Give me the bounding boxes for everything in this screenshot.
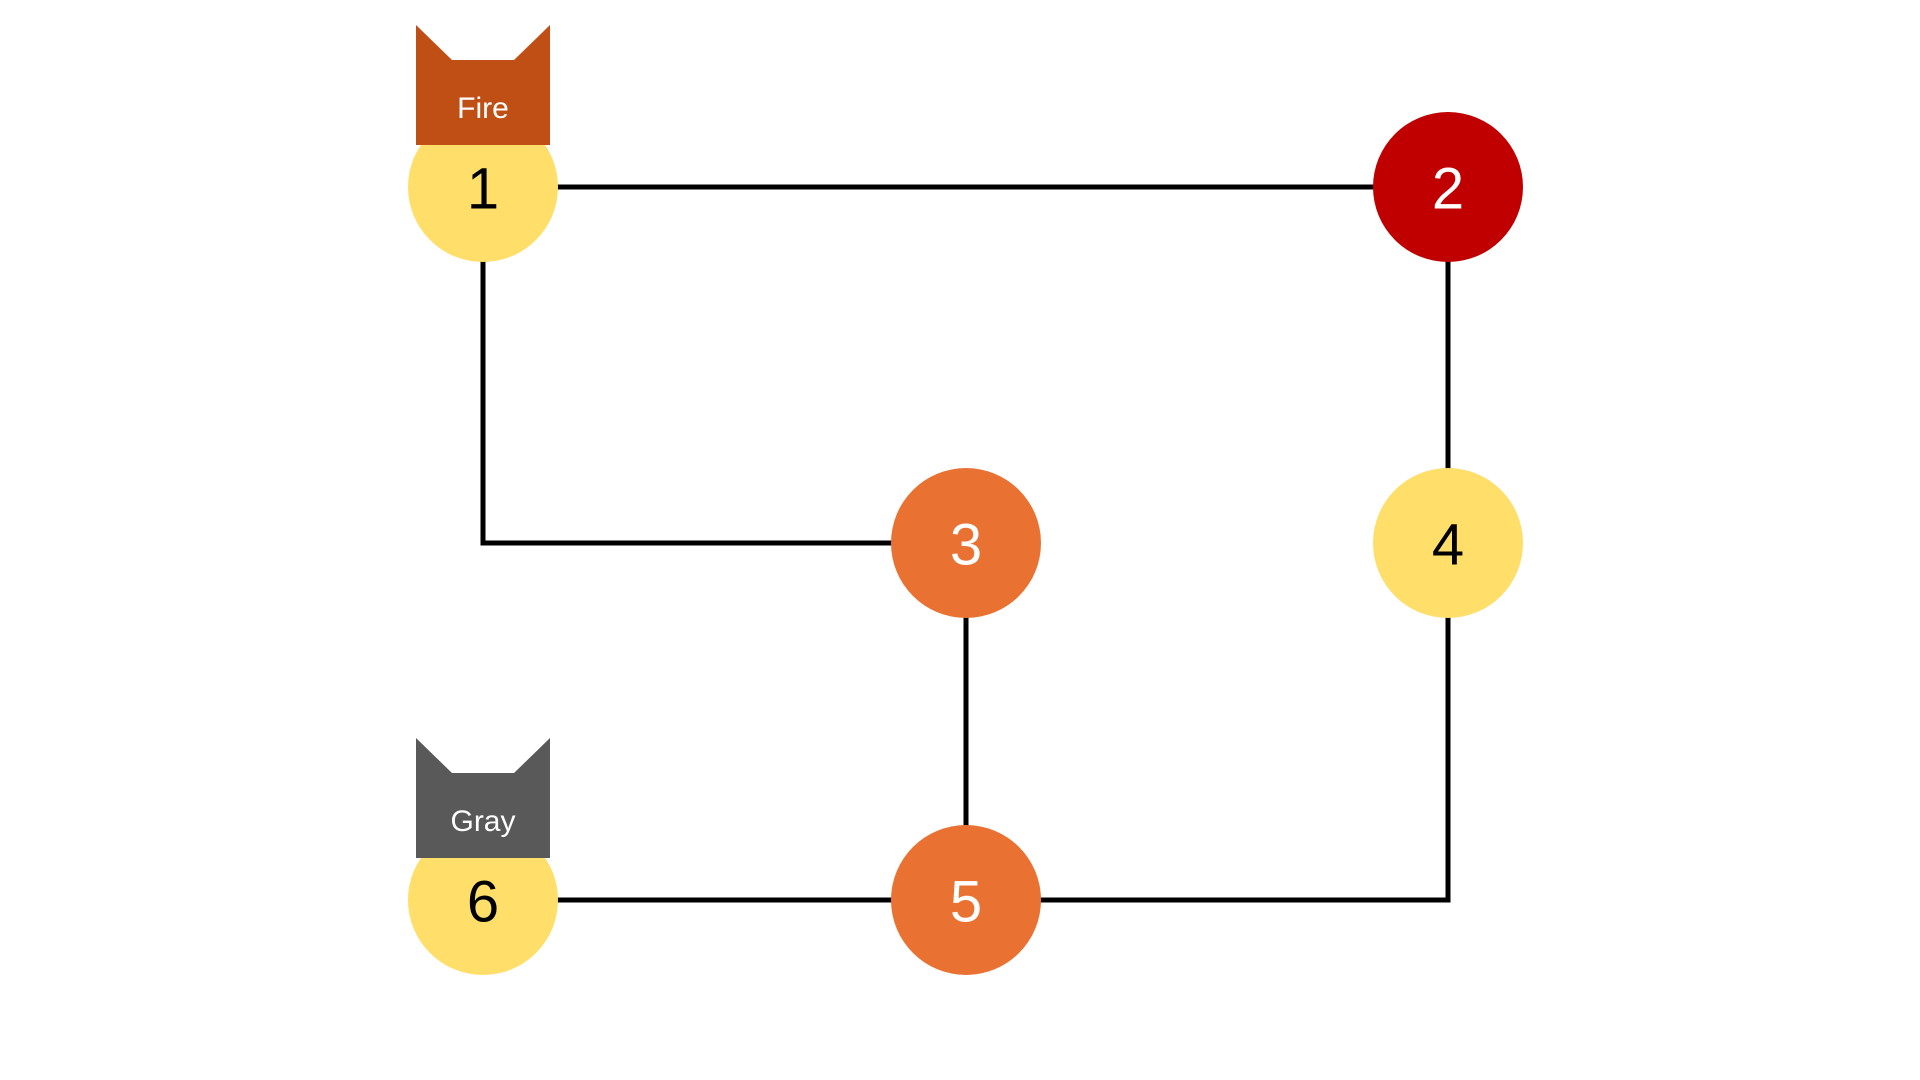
node-6-label: 6	[467, 870, 499, 935]
node-4-circle	[1373, 468, 1523, 618]
node-5-circle	[891, 825, 1041, 975]
cat-fire-label: Fire	[457, 92, 509, 125]
node-2-label: 2	[1432, 157, 1464, 222]
node-3[interactable]: 3	[891, 468, 1041, 618]
node-1[interactable]: 1	[408, 112, 558, 262]
node-6[interactable]: 6	[408, 825, 558, 975]
node-1-label: 1	[467, 157, 499, 222]
node-4-label: 4	[1432, 513, 1464, 578]
cat-gray-head-icon	[416, 738, 550, 858]
node-3-label: 3	[950, 513, 982, 578]
cat-fire-head-icon	[416, 25, 550, 145]
node-5-label: 5	[950, 870, 982, 935]
node-3-circle	[891, 468, 1041, 618]
node-5[interactable]: 5	[891, 825, 1041, 975]
node-4[interactable]: 4	[1373, 468, 1523, 618]
cat-gray-label: Gray	[450, 805, 515, 838]
node-2[interactable]: 2	[1373, 112, 1523, 262]
cat-gray[interactable]: Gray	[416, 738, 550, 858]
edge-4-5	[966, 543, 1451, 903]
nodes-layer: 1 2 3 4 5 6	[408, 112, 1523, 975]
node-2-circle	[1373, 112, 1523, 262]
node-1-circle	[408, 112, 558, 262]
edge-1-3	[480, 187, 966, 546]
cat-fire[interactable]: Fire	[416, 25, 550, 145]
node-6-circle	[408, 825, 558, 975]
